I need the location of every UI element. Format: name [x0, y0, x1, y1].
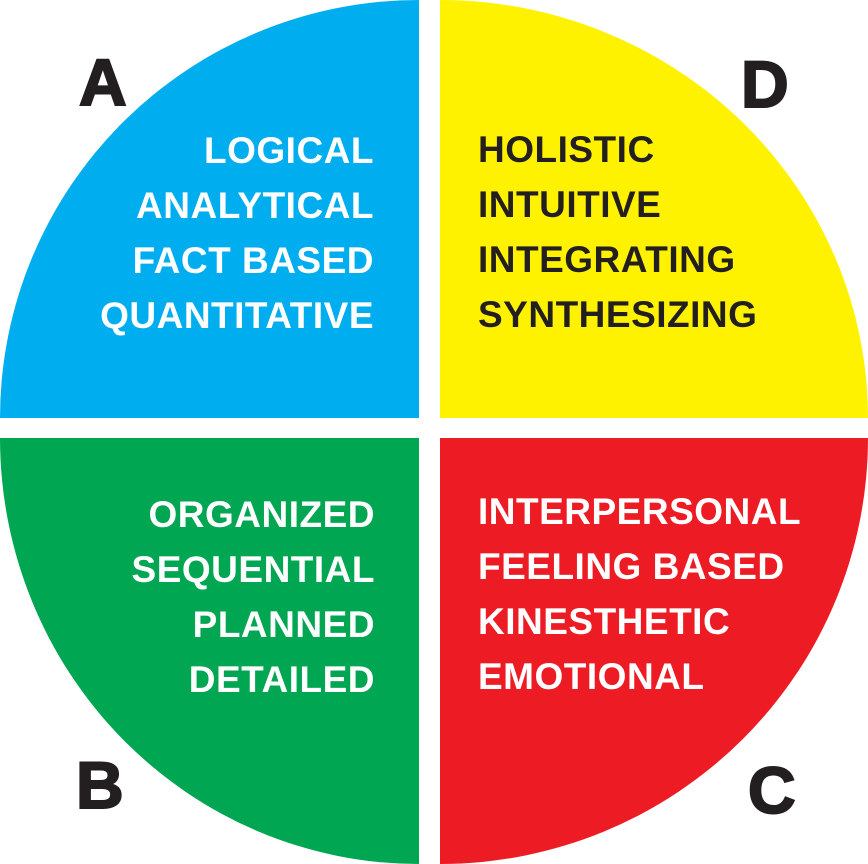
quadrant-b-traits: ORGANIZED SEQUENTIAL PLANNED DETAILED: [132, 487, 375, 707]
trait-line: KINESTHETIC: [478, 601, 731, 642]
trait-line: ORGANIZED: [148, 494, 375, 535]
trait-line: ANALYTICAL: [136, 185, 374, 226]
quadrant-c-red: INTERPERSONAL FEELING BASED KINESTHETIC …: [440, 438, 868, 864]
trait-line: HOLISTIC: [478, 129, 655, 170]
trait-line: EMOTIONAL: [478, 656, 705, 697]
quadrant-a-letter: A: [78, 45, 128, 119]
trait-line: PLANNED: [192, 604, 375, 645]
trait-line: DETAILED: [188, 659, 375, 700]
trait-line: FEELING BASED: [478, 546, 785, 587]
trait-line: QUANTITATIVE: [100, 295, 374, 336]
trait-line: LOGICAL: [204, 130, 374, 171]
quadrant-d-traits: HOLISTIC INTUITIVE INTEGRATING SYNTHESIZ…: [478, 122, 757, 342]
quadrant-b-letter: B: [75, 748, 125, 822]
trait-line: SEQUENTIAL: [131, 549, 375, 590]
trait-line: SYNTHESIZING: [478, 294, 758, 335]
quadrant-c-letter: C: [747, 753, 797, 827]
quadrant-a-traits: LOGICAL ANALYTICAL FACT BASED QUANTITATI…: [100, 123, 374, 343]
trait-line: INTEGRATING: [478, 239, 736, 280]
quadrant-d-letter: D: [740, 47, 790, 121]
quadrant-b-green: ORGANIZED SEQUENTIAL PLANNED DETAILED: [0, 438, 419, 864]
trait-line: FACT BASED: [132, 240, 374, 281]
quadrant-c-traits: INTERPERSONAL FEELING BASED KINESTHETIC …: [478, 484, 801, 704]
quadrant-a-blue: LOGICAL ANALYTICAL FACT BASED QUANTITATI…: [0, 0, 419, 418]
quadrant-d-yellow: HOLISTIC INTUITIVE INTEGRATING SYNTHESIZ…: [440, 0, 868, 418]
trait-line: INTERPERSONAL: [478, 491, 802, 532]
trait-line: INTUITIVE: [478, 184, 662, 225]
